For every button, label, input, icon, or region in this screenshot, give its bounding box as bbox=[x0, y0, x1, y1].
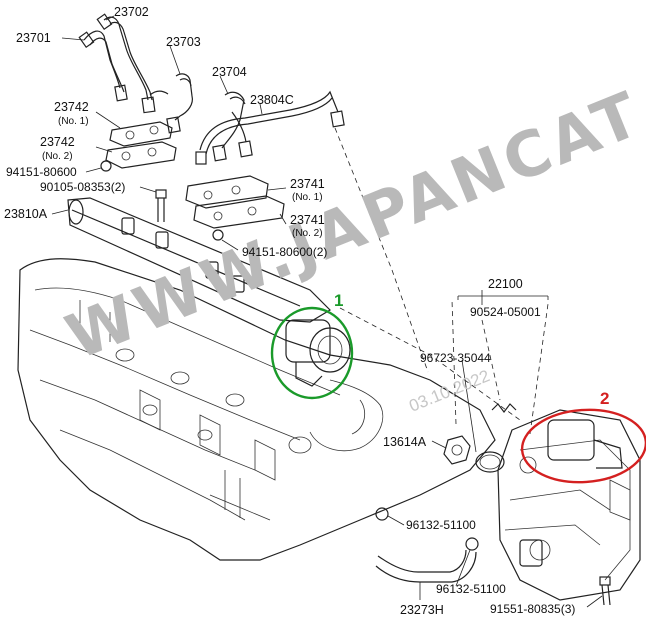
label-23742-no1-sub: (No. 1) bbox=[58, 116, 89, 127]
small-parts bbox=[375, 403, 517, 583]
clamps bbox=[100, 121, 285, 241]
supply-pump bbox=[497, 409, 641, 606]
label-94151-2: 94151-80600(2) bbox=[242, 245, 327, 259]
injection-pipes bbox=[78, 13, 345, 165]
label-94151-top: 94151-80600 bbox=[6, 165, 77, 179]
label-23702: 23702 bbox=[114, 5, 149, 19]
marker-2: 2 bbox=[520, 389, 646, 484]
marker-1: 1 bbox=[270, 291, 354, 400]
label-23701: 23701 bbox=[16, 31, 51, 45]
label-23273H: 23273H bbox=[400, 603, 444, 617]
label-23742-no1: 23742 bbox=[54, 100, 89, 114]
label-23741-no1: 23741 bbox=[290, 177, 325, 191]
label-23742-no2-sub: (No. 2) bbox=[42, 151, 73, 162]
common-rail bbox=[67, 197, 351, 387]
leader-lines bbox=[51, 15, 603, 608]
dashed-guides bbox=[334, 127, 549, 435]
label-96723: 96723-35044 bbox=[420, 351, 491, 365]
label-96132-b: 96132-51100 bbox=[436, 582, 506, 596]
label-23703: 23703 bbox=[166, 35, 201, 49]
label-90524: 90524-05001 bbox=[470, 305, 541, 319]
label-96132-a: 96132-51100 bbox=[406, 518, 476, 532]
marker-1-label: 1 bbox=[334, 291, 343, 310]
label-90105: 90105-08353(2) bbox=[40, 180, 125, 194]
marker-2-label: 2 bbox=[600, 389, 609, 408]
part-labels: 23701 23702 23703 23704 23804C 23742 (No… bbox=[4, 5, 575, 617]
label-91551: 91551-80835(3) bbox=[490, 602, 575, 616]
label-22100: 22100 bbox=[488, 277, 523, 291]
label-23742-no2: 23742 bbox=[40, 135, 75, 149]
label-23741-no2: 23741 bbox=[290, 213, 325, 227]
label-23704: 23704 bbox=[212, 65, 247, 79]
watermark-text: WWW.JAPANCAT bbox=[56, 76, 646, 373]
label-23741-no2-sub: (No. 2) bbox=[292, 228, 323, 239]
engine-block bbox=[17, 258, 496, 561]
label-13614A: 13614A bbox=[383, 435, 427, 449]
label-23741-no1-sub: (No. 1) bbox=[292, 192, 323, 203]
label-23804C: 23804C bbox=[250, 93, 294, 107]
label-23810A: 23810A bbox=[4, 207, 48, 221]
